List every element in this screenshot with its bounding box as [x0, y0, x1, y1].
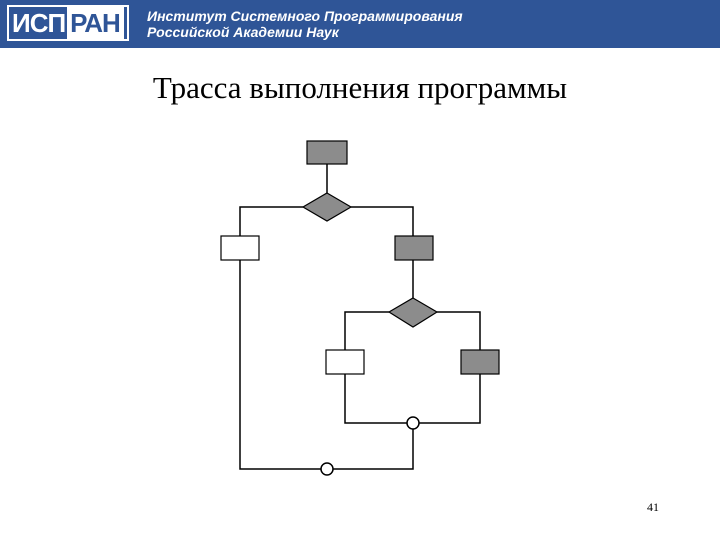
page-number: 41: [647, 500, 659, 514]
institute-line-1: Институт Системного Программирования: [147, 8, 463, 24]
block-right-branch: [394, 235, 434, 261]
merge-point-outer: [320, 462, 334, 476]
decision-1: [301, 192, 353, 222]
edge-decision-2-left: [344, 311, 389, 350]
ispras-logo: ИСП РАН: [7, 5, 129, 41]
block-left-branch: [220, 235, 260, 261]
edge-inner-left-to-merge: [344, 374, 407, 424]
merge-point-inner: [406, 416, 420, 430]
logo-left-text: ИСП: [9, 7, 68, 39]
edge-outer-left-to-merge: [239, 260, 321, 470]
edge-decision-2-right: [437, 311, 481, 350]
edge-inner-merge-to-outer-merge: [333, 429, 414, 470]
block-inner-right: [460, 349, 500, 375]
institute-line-2: Российской Академии Наук: [147, 24, 339, 40]
slide-title: Трасса выполнения программы: [152, 70, 568, 105]
logo-right-text: РАН: [67, 7, 124, 39]
edge-decision-1-right: [351, 206, 414, 236]
institute-name: Институт Системного Программирования Рос…: [147, 8, 463, 40]
edge-decision-1-left: [239, 206, 303, 236]
block-inner-left: [325, 349, 365, 375]
block-start: [306, 140, 348, 165]
decision-2: [387, 297, 439, 328]
edge-inner-right-to-merge: [419, 374, 481, 424]
header-bar: ИСП РАН Институт Системного Программиров…: [0, 0, 720, 48]
